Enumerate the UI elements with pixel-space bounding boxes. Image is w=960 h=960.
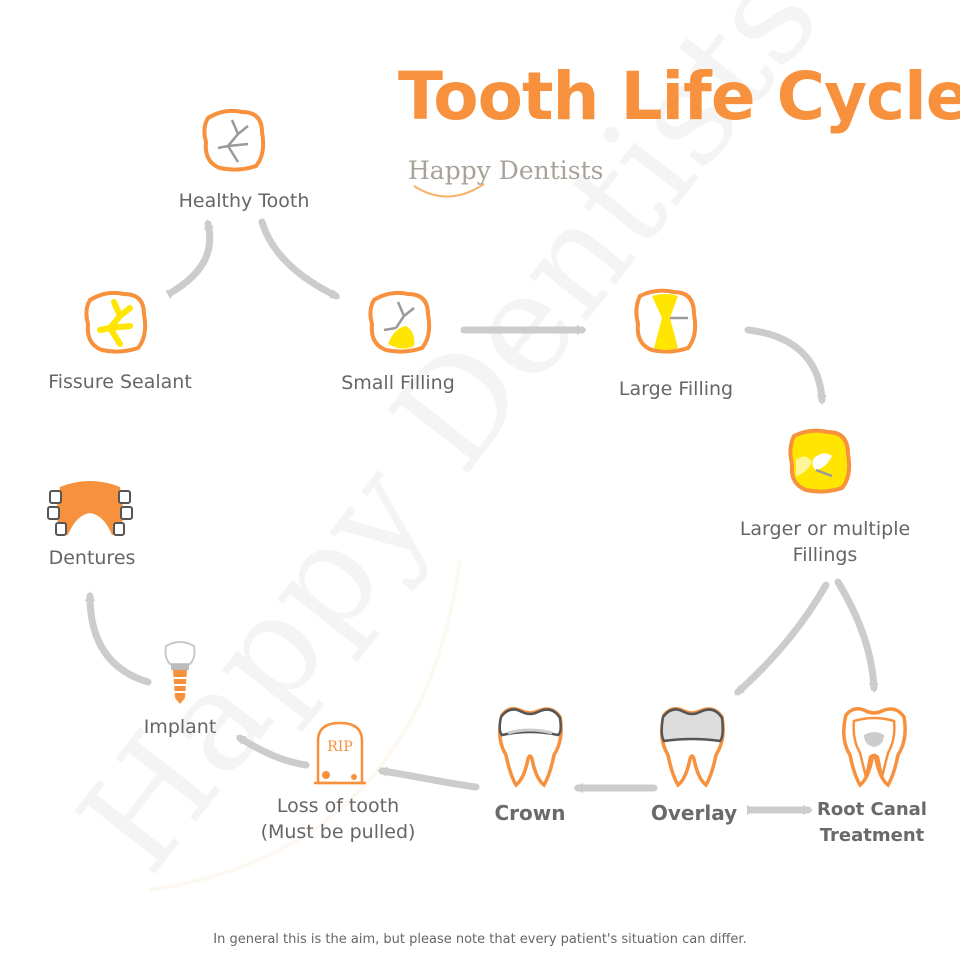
crown-tooth-icon [498, 707, 563, 788]
small-filling-icon [368, 290, 432, 354]
watermark: Happy Dentists [48, 0, 850, 901]
overlay-tooth-icon [660, 707, 725, 788]
label-crown: Crown [494, 801, 566, 825]
label-root-line1: Root Canal [817, 799, 927, 820]
large-filling-icon [634, 288, 698, 354]
label-overlay: Overlay [650, 801, 738, 825]
arrow-larger-to-overlay [734, 581, 830, 696]
arrow-large-to-larger [744, 326, 827, 405]
implant-icon [164, 641, 196, 704]
rip-text: RIP [327, 739, 353, 755]
arrow-crown-to-loss [377, 766, 480, 791]
tombstone-icon: RIP [314, 721, 366, 785]
arrow-healthy-to-small [258, 218, 341, 300]
root-canal-tooth-icon [842, 707, 907, 788]
brand-logo-text: Happy Dentists [408, 156, 604, 185]
label-loss-line1: Loss of tooth [276, 795, 400, 817]
dentures-icon [47, 481, 133, 536]
label-large-filling: Large Filling [618, 378, 734, 400]
label-larger-fillings-line2: Fillings [792, 544, 858, 566]
label-root-canal: Root Canal Treatment [792, 797, 952, 849]
label-implant: Implant [143, 716, 217, 738]
footnote: In general this is the aim, but please n… [213, 932, 747, 947]
larger-fillings-icon [788, 428, 852, 494]
label-larger-fillings-line1: Larger or multiple [739, 518, 911, 540]
healthy-tooth-icon [202, 108, 266, 172]
page-title: Tooth Life Cycle [398, 58, 960, 135]
arrow-implant-to-dentures [85, 591, 152, 686]
watermark-text: Happy Dentists [48, 0, 850, 901]
label-dentures: Dentures [48, 547, 136, 569]
arrow-larger-to-rootcanal [834, 578, 879, 693]
label-healthy-tooth: Healthy Tooth [178, 190, 310, 212]
label-loss-of-tooth: Loss of tooth (Must be pulled) [238, 793, 438, 845]
brand-smile-icon [413, 183, 485, 198]
label-larger-fillings: Larger or multiple Fillings [700, 516, 950, 568]
label-small-filling: Small Filling [341, 372, 455, 394]
label-fissure-sealant: Fissure Sealant [48, 371, 192, 393]
label-root-line2: Treatment [819, 825, 925, 846]
arrow-loss-to-implant [235, 734, 310, 769]
label-loss-line2: (Must be pulled) [260, 821, 416, 843]
fissure-sealant-icon [84, 290, 148, 354]
arrow-healthy-fissure [165, 219, 214, 299]
